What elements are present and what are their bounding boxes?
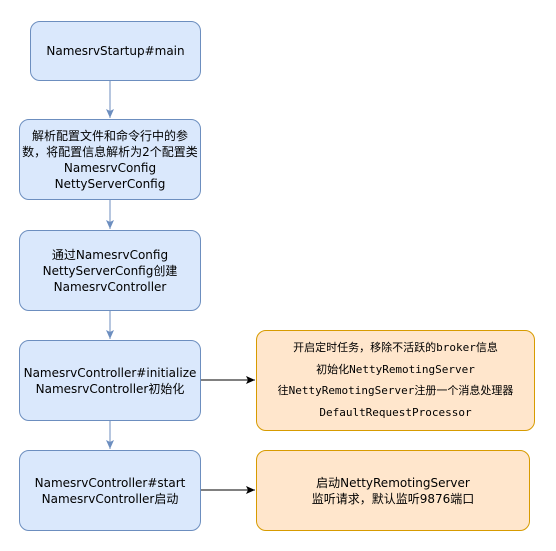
node-label: NamesrvController#initialize <box>23 365 197 380</box>
node-label: 通过NamesrvConfig <box>51 247 169 262</box>
node-label: NamesrvController#start <box>34 475 186 490</box>
node-label: 开启定时任务，移除不活跃的broker信息 <box>293 340 498 354</box>
node-controller-start: NamesrvController#start NamesrvControlle… <box>19 450 201 531</box>
node-controller-initialize: NamesrvController#initialize NamesrvCont… <box>19 340 201 421</box>
node-label: 数，将配置信息解析为2个配置类 <box>22 144 198 159</box>
node-label: 监听请求，默认监听9876端口 <box>311 491 475 506</box>
node-label: NamesrvController初始化 <box>35 381 185 396</box>
node-label: 启动NettyRemotingServer <box>316 475 470 490</box>
node-startup-main: NamesrvStartup#main <box>30 21 201 81</box>
node-label: DefaultRequestProcessor <box>319 406 472 420</box>
node-start-details: 启动NettyRemotingServer 监听请求，默认监听9876端口 <box>256 450 530 531</box>
node-parse-config: 解析配置文件和命令行中的参 数，将配置信息解析为2个配置类 NamesrvCon… <box>19 119 201 200</box>
node-label: 解析配置文件和命令行中的参 <box>31 128 188 143</box>
node-label: 初始化NettyRemotingServer <box>316 362 475 376</box>
node-label: NettyServerConfig创建 <box>42 263 178 278</box>
node-label: NamesrvStartup#main <box>46 44 185 58</box>
node-label: NamesrvController <box>53 279 167 294</box>
node-label: 往NettyRemotingServer注册一个消息处理器 <box>277 384 514 398</box>
node-initialize-details: 开启定时任务，移除不活跃的broker信息 初始化NettyRemotingSe… <box>256 330 535 431</box>
node-create-controller: 通过NamesrvConfig NettyServerConfig创建 Name… <box>19 230 201 311</box>
node-label: NamesrvConfig <box>63 160 157 175</box>
node-label: NettyServerConfig <box>54 176 166 191</box>
node-label: NamesrvController启动 <box>41 491 179 506</box>
